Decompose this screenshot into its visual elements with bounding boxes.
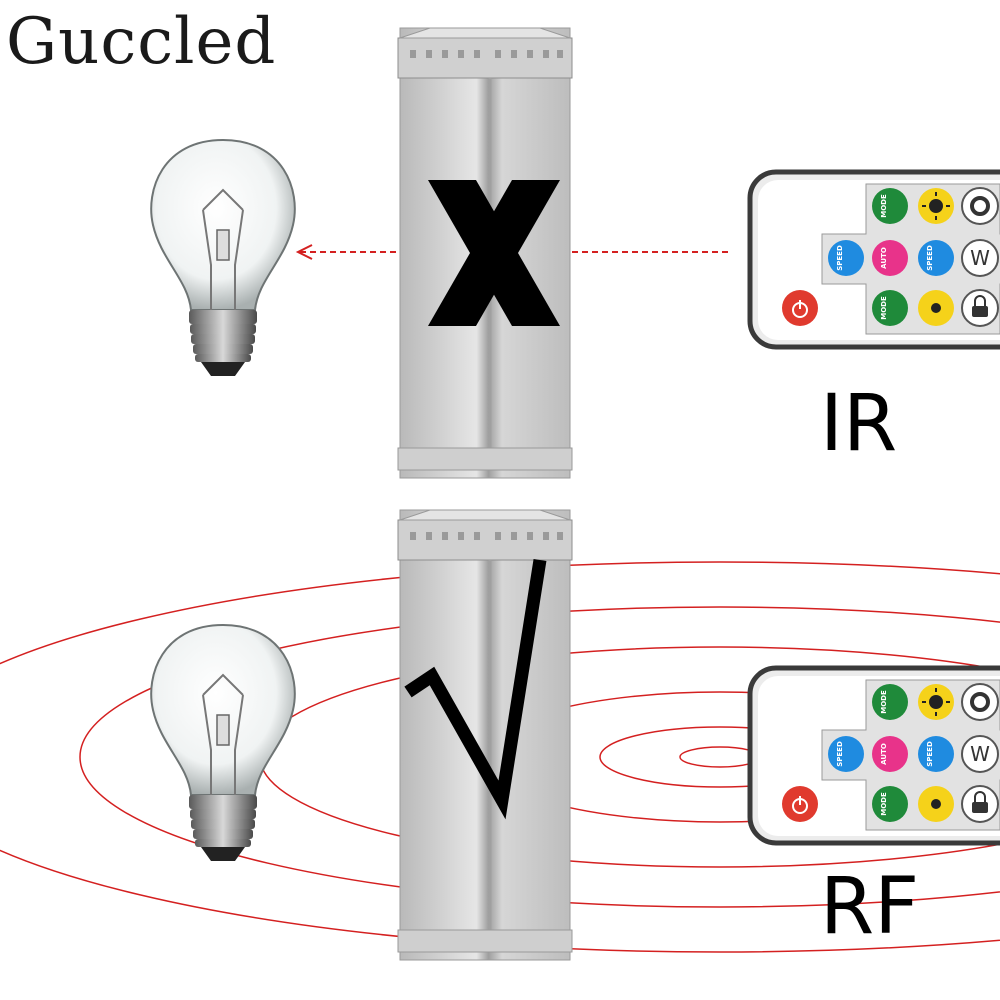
ir-bulb <box>150 139 296 377</box>
ir-label: IR <box>820 379 898 469</box>
rf-pillar <box>396 508 574 962</box>
blocked-x-mark <box>428 180 560 326</box>
rf-bulb <box>150 624 296 862</box>
pass-check-mark <box>404 558 547 820</box>
ir-scene <box>150 26 1000 480</box>
rf-remote <box>750 668 1000 843</box>
ir-arrow-head <box>295 244 313 260</box>
ir-remote <box>750 172 1000 347</box>
brand-logo-text: Guccled <box>6 5 277 79</box>
rf-label: RF <box>820 862 920 952</box>
